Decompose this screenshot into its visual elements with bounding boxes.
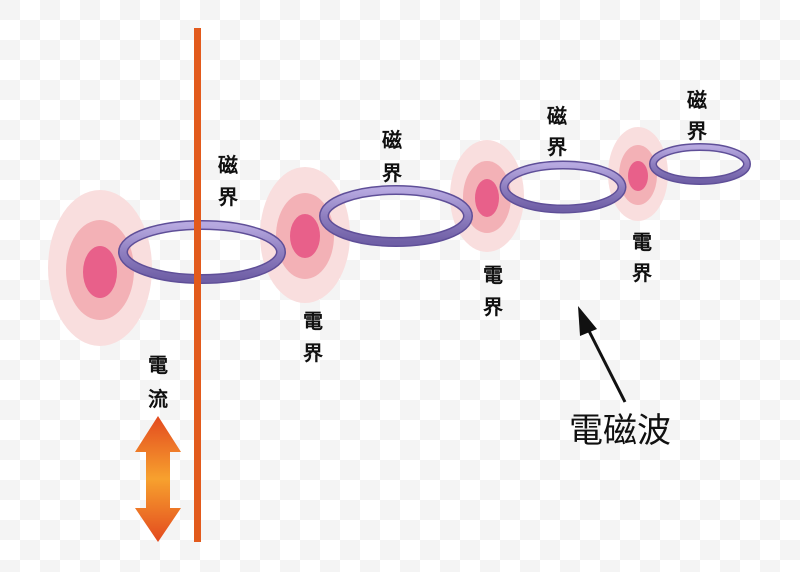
electric-field-3 xyxy=(450,140,524,252)
magnetic-field-ring-2 xyxy=(319,185,473,247)
magnetic-field-label-1-line2: 界 xyxy=(218,185,238,209)
magnetic-field-label-2-line1: 磁 xyxy=(382,128,402,152)
pointer-arrow-icon xyxy=(578,306,627,403)
electric-field-4 xyxy=(608,127,668,221)
magnetic-field-ring-3 xyxy=(499,160,627,214)
electromagnetic-wave-label: 電磁波 xyxy=(569,411,671,451)
magnetic-field-label-4-line2: 界 xyxy=(687,119,707,143)
magnetic-field-label-4-line1: 磁 xyxy=(687,88,707,112)
magnetic-field-label-3-line1: 磁 xyxy=(547,104,567,128)
magnetic-field-label-3-line2: 界 xyxy=(547,135,567,159)
current-wire xyxy=(194,28,201,542)
electric-field-label-1-line1: 電 xyxy=(303,309,323,333)
magnetic-field-label-2-line2: 界 xyxy=(382,161,402,185)
magnetic-field-ring-1 xyxy=(118,220,286,284)
electric-field-label-2-line2: 界 xyxy=(483,295,503,319)
electric-field-2 xyxy=(260,167,350,303)
current-label-line1: 電 xyxy=(148,353,168,377)
electric-field-label-1-line2: 界 xyxy=(303,341,323,365)
double-headed-vertical-arrow-icon xyxy=(135,416,181,542)
electric-field-1 xyxy=(48,190,152,346)
electric-field-label-3-line2: 界 xyxy=(632,261,652,285)
electric-field-label-2-line1: 電 xyxy=(483,263,503,287)
current-label-line2: 流 xyxy=(148,387,168,411)
magnetic-field-label-1-line1: 磁 xyxy=(218,153,238,177)
magnetic-field-ring-4 xyxy=(649,143,751,185)
electric-field-label-3-line1: 電 xyxy=(632,230,652,254)
